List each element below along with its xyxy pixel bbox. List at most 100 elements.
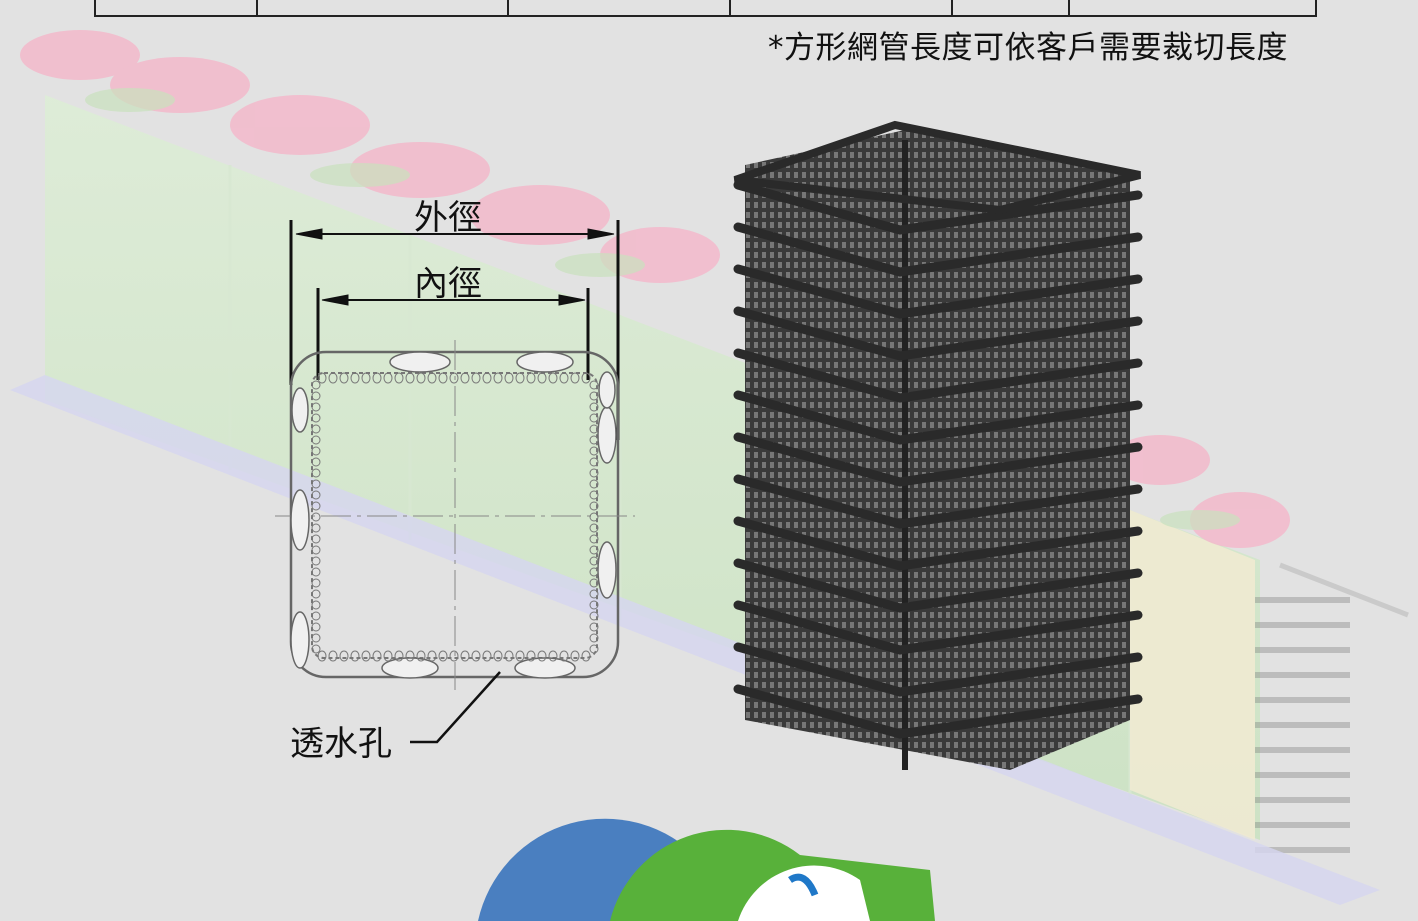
perforation-hole <box>311 622 321 632</box>
perforation-hole <box>311 611 321 621</box>
perforation-hole <box>589 424 599 434</box>
perforation-hole <box>317 372 327 384</box>
perforation-hole <box>589 622 599 632</box>
perforation-hole <box>311 380 321 390</box>
table-cell <box>258 0 509 15</box>
perforation-hole <box>589 413 599 423</box>
perforation-hole <box>589 556 599 566</box>
perforation-hole <box>482 650 492 662</box>
perforation-hole <box>361 650 371 662</box>
perforation-hole <box>589 644 599 654</box>
perforation-hole <box>339 650 349 662</box>
mesh-rib <box>733 222 1143 277</box>
perforation-hole <box>537 372 547 384</box>
perforation-hole <box>460 372 470 384</box>
perforation-hole <box>311 413 321 423</box>
perforation-hole <box>589 611 599 621</box>
perforation-hole <box>589 578 599 588</box>
perforation-hole <box>493 372 503 384</box>
perforation-hole <box>570 650 580 662</box>
perforation-hole <box>504 372 514 384</box>
perforation-hole <box>460 650 470 662</box>
perforation-hole <box>427 372 437 384</box>
perforation-hole <box>504 650 514 662</box>
perforation-hole <box>581 650 591 662</box>
perforation-hole <box>589 501 599 511</box>
mesh-rib <box>733 516 1143 571</box>
perforation-hole <box>311 479 321 489</box>
perforation-hole <box>311 556 321 566</box>
perforation-hole <box>328 372 338 384</box>
perforation-hole <box>350 650 360 662</box>
mesh-rib <box>733 264 1143 319</box>
perforation-hole <box>339 372 349 384</box>
perforation-hole <box>311 457 321 467</box>
perforation-hole <box>548 650 558 662</box>
perforation-hole <box>311 391 321 401</box>
perforation-hole <box>438 372 448 384</box>
perforation-hole <box>311 534 321 544</box>
perforation-hole <box>438 650 448 662</box>
table-cell <box>953 0 1070 15</box>
perforation-hole <box>526 372 536 384</box>
perforation-hole <box>482 372 492 384</box>
perforation-hole <box>537 650 547 662</box>
perforation-hole <box>416 372 426 384</box>
perforation-hole <box>449 372 459 384</box>
perforation-hole <box>372 650 382 662</box>
mesh-rib <box>733 306 1143 361</box>
perforation-hole <box>311 600 321 610</box>
mesh-rib <box>733 180 1143 235</box>
perforation-hole <box>449 650 459 662</box>
perforation-hole <box>383 372 393 384</box>
perforation-hole <box>311 435 321 445</box>
mesh-rib <box>733 390 1143 445</box>
perforation-hole <box>471 650 481 662</box>
perforation-hole <box>589 523 599 533</box>
perforation-hole <box>581 372 591 384</box>
perforation-hole <box>589 534 599 544</box>
perforation-hole <box>589 391 599 401</box>
perforation-hole <box>589 402 599 412</box>
perforation-hole <box>394 650 404 662</box>
mesh-rib <box>733 558 1143 613</box>
perforation-hole <box>427 650 437 662</box>
perforation-hole <box>405 650 415 662</box>
perforation-hole <box>589 446 599 456</box>
perforation-hole <box>589 435 599 445</box>
mesh-rib <box>733 348 1143 403</box>
perforation-hole <box>515 650 525 662</box>
mesh-rib <box>733 432 1143 487</box>
perforation-hole <box>311 545 321 555</box>
perforation-hole <box>328 650 338 662</box>
perforation-hole <box>589 589 599 599</box>
perforation-hole <box>383 650 393 662</box>
table-cell <box>731 0 953 15</box>
perforation-hole <box>311 468 321 478</box>
perforation-hole <box>589 468 599 478</box>
perforation-hole <box>317 650 327 662</box>
perforation-hole <box>589 545 599 555</box>
perforation-hole <box>589 633 599 643</box>
perforation-hole <box>311 424 321 434</box>
perforation-hole <box>589 600 599 610</box>
table-cell <box>96 0 258 15</box>
outer-diameter-label: 外徑 <box>414 198 482 238</box>
perforation-hole <box>416 650 426 662</box>
spec-table-bottom-edge <box>94 0 1317 17</box>
length-note: *方形網管長度可依客戶需要裁切長度 <box>768 30 1288 66</box>
perforation-hole <box>589 490 599 500</box>
perforation-hole <box>311 578 321 588</box>
perforation-hole <box>589 380 599 390</box>
perforation-hole <box>548 372 558 384</box>
perforation-hole <box>372 372 382 384</box>
perforation-hole <box>589 512 599 522</box>
perforation-hole <box>526 650 536 662</box>
perforation-hole <box>311 644 321 654</box>
perforation-hole <box>350 372 360 384</box>
perforation-hole <box>559 372 569 384</box>
mesh-rib <box>733 600 1143 655</box>
perforation-hole <box>559 650 569 662</box>
